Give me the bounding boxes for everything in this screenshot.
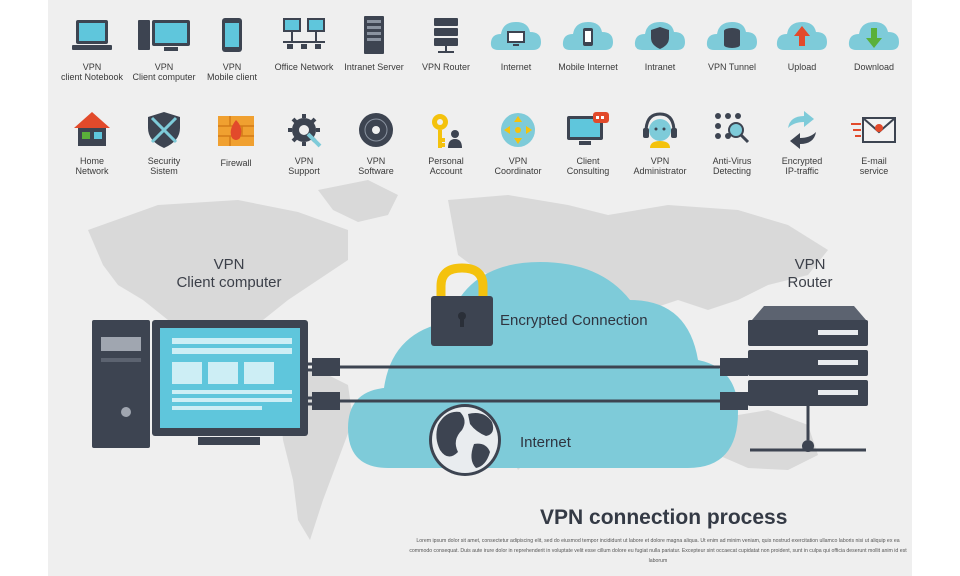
icon-label: E-mail service — [859, 156, 889, 176]
infographic-panel: VPN client Notebook VPN Client computer … — [48, 0, 912, 576]
icon-item-vpn-tunnel: VPN Tunnel — [692, 14, 772, 72]
icon-item-anti-virus-detecting: Anti-Virus Detecting — [692, 108, 772, 176]
icon-label: Firewall — [220, 158, 252, 168]
router-stack — [748, 306, 868, 452]
icon-item-download: Download — [834, 14, 912, 72]
icon-item-personal-account: Personal Account — [406, 108, 486, 176]
icon-item-firewall: Firewall — [196, 108, 276, 168]
router-label: VPN Router — [787, 256, 833, 291]
mobile-phone-icon — [222, 18, 242, 52]
internet-label: Internet — [520, 434, 571, 451]
disc-icon — [359, 113, 393, 147]
icon-item-email-service: E-mail service — [834, 108, 912, 176]
encrypted-connection-label: Encrypted Connection — [500, 312, 648, 329]
icon-item-vpn-client-notebook: VPN client Notebook — [52, 14, 132, 82]
icon-item-client-consulting: Client Consulting — [548, 108, 628, 176]
icon-label: VPN Software — [358, 156, 394, 176]
icon-label: Client Consulting — [566, 156, 610, 176]
icon-label: Encrypted IP-traffic — [781, 156, 823, 176]
lorem-paragraph: Lorem ipsum dolor sit amet, consectetur … — [409, 538, 907, 564]
client-tower — [92, 320, 150, 448]
icon-item-vpn-software: VPN Software — [336, 108, 416, 176]
gear-wrench-icon — [288, 114, 322, 148]
icon-label: VPN Coordinator — [494, 156, 542, 176]
icon-label: Anti-Virus Detecting — [712, 156, 752, 176]
padlock-shackle — [436, 263, 488, 300]
icon-label: VPN Router — [421, 62, 471, 72]
icon-label: VPN Administrator — [633, 156, 687, 176]
icon-label: Office Network — [274, 62, 334, 72]
icon-label: Intranet Server — [344, 62, 404, 72]
desktop-computer-icon — [138, 20, 190, 51]
icon-label: VPN Support — [288, 156, 320, 176]
icon-item-vpn-client-computer: VPN Client computer — [124, 14, 204, 82]
firewall-icon — [218, 116, 254, 146]
key-user-icon — [432, 114, 462, 148]
icon-label: Security Sistem — [147, 156, 181, 176]
icon-item-vpn-router: VPN Router — [406, 14, 486, 72]
icon-item-vpn-administrator: VPN Administrator — [620, 108, 700, 176]
router-icon — [434, 18, 458, 53]
shield-swords-icon — [148, 112, 180, 148]
icon-item-office-network: Office Network — [264, 14, 344, 72]
icon-label: VPN Mobile client — [206, 62, 258, 82]
cloud-monitor-icon — [490, 22, 541, 50]
icon-label: Intranet — [644, 62, 676, 72]
house-icon — [74, 112, 110, 146]
notebook-icon — [72, 20, 112, 50]
icon-label: Personal Account — [428, 156, 464, 176]
globe-icon — [429, 404, 501, 476]
icon-label: Internet — [500, 62, 532, 72]
refresh-arrows-icon — [788, 111, 816, 149]
server-tower-icon — [364, 16, 384, 54]
icon-label: VPN Tunnel — [707, 62, 757, 72]
cloud-phone-icon — [562, 22, 613, 50]
icon-label: VPN client Notebook — [60, 62, 124, 82]
compass-arrows-icon — [501, 113, 535, 147]
client-computer-label: VPN Client computer — [176, 256, 282, 291]
icon-item-vpn-support: VPN Support — [264, 108, 344, 176]
icon-item-vpn-mobile-client: VPN Mobile client — [192, 14, 272, 82]
office-network-icon — [283, 18, 325, 49]
page-title: VPN connection process — [540, 506, 788, 529]
cloud-shield-icon — [634, 22, 685, 50]
icon-item-encrypted-ip-traffic: Encrypted IP-traffic — [762, 108, 842, 176]
icon-label: Upload — [787, 62, 817, 72]
icon-label: VPN Client computer — [132, 62, 196, 82]
icon-label: Mobile Internet — [558, 62, 618, 72]
icon-item-upload: Upload — [762, 14, 842, 72]
icon-item-intranet-server: Intranet Server — [334, 14, 414, 72]
dots-magnifier-icon — [715, 113, 750, 144]
icon-item-internet: Internet — [476, 14, 556, 72]
icon-item-intranet: Intranet — [620, 14, 700, 72]
cloud-upload-icon — [776, 22, 827, 50]
icon-label: Download — [853, 62, 895, 72]
icon-label: Home Network — [75, 156, 109, 176]
cloud-download-icon — [848, 22, 899, 50]
monitor-chat-icon — [567, 112, 609, 145]
headset-admin-icon — [643, 112, 677, 148]
icon-item-vpn-coordinator: VPN Coordinator — [478, 108, 558, 176]
cloud-database-icon — [706, 22, 757, 50]
icon-item-mobile-internet: Mobile Internet — [548, 14, 628, 72]
vpn-diagram — [92, 262, 868, 476]
email-icon — [851, 117, 896, 143]
icon-item-security-sistem: Security Sistem — [124, 108, 204, 176]
icon-item-home-network: Home Network — [52, 108, 132, 176]
